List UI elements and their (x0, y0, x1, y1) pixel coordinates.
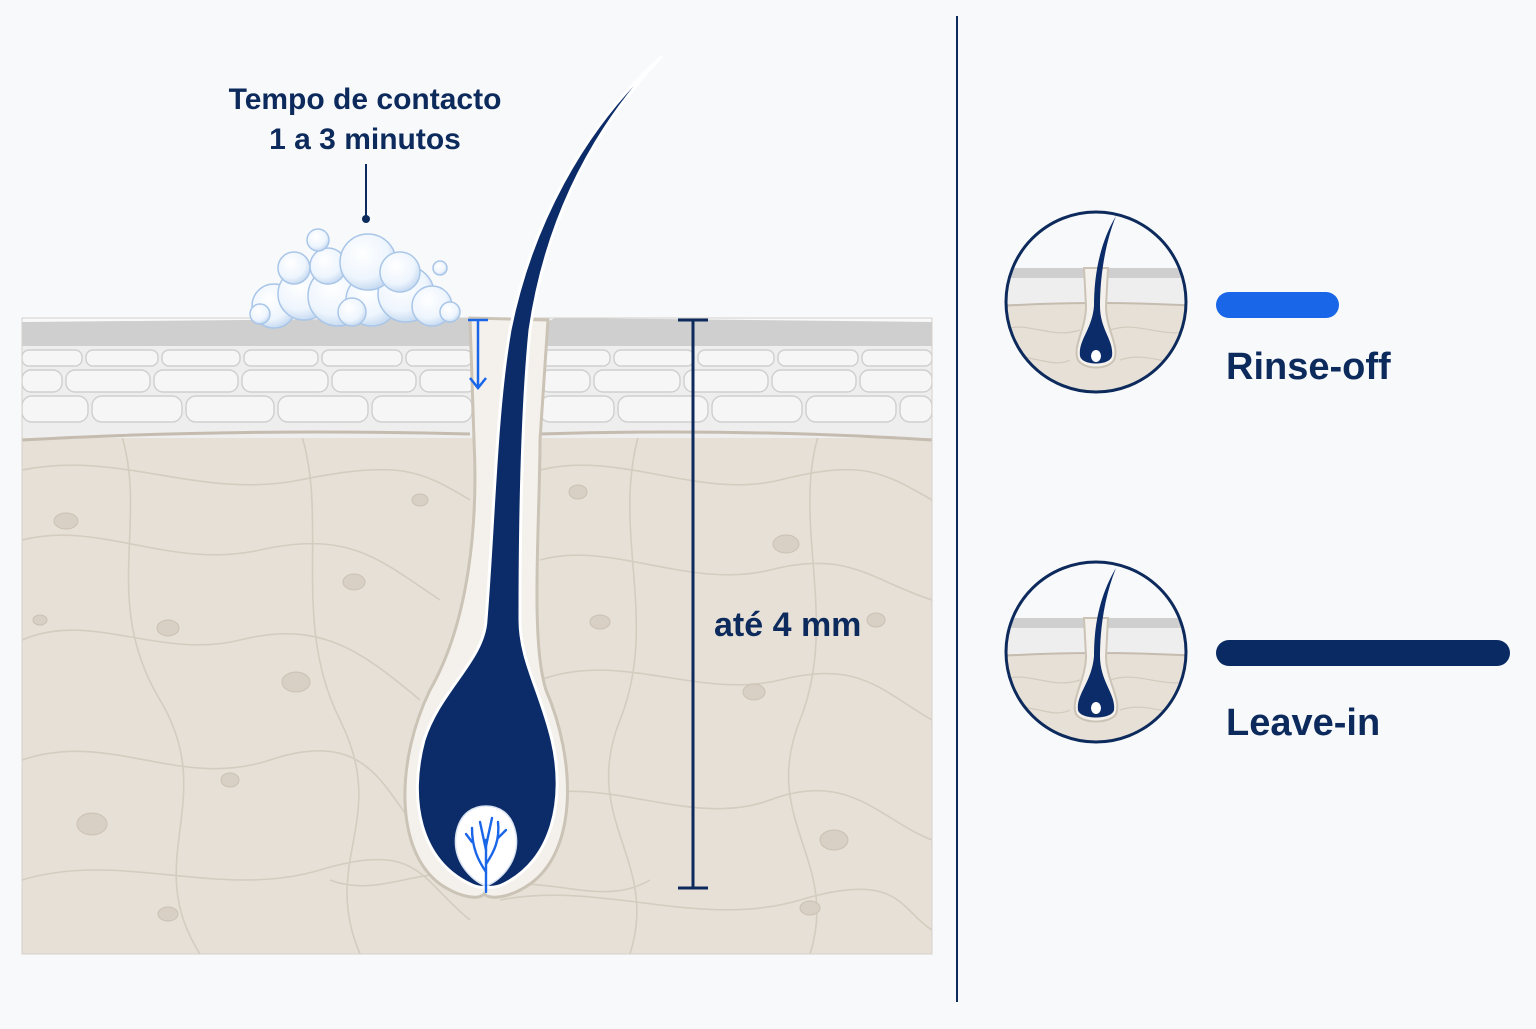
depth-measure (678, 318, 708, 890)
hair-follicle (403, 54, 664, 899)
contact-time-line1: Tempo de contacto (228, 83, 502, 116)
leave-in-duration-bar (1216, 640, 1510, 666)
stratum-corneum (22, 318, 932, 346)
leave-in-thumbnail (1004, 560, 1188, 744)
papilla-blood-vessels (464, 816, 508, 894)
contact-time-label: Tempo de contacto 1 a 3 minutos (200, 80, 530, 160)
contact-time-line2: 1 a 3 minutos (269, 123, 461, 156)
panel-divider (956, 16, 958, 1002)
dermis-fibers (22, 429, 932, 954)
dermis-cells (32, 484, 886, 922)
leave-in-label: Leave-in (1226, 702, 1381, 744)
rinse-off-duration-bar (1216, 292, 1339, 318)
foam-bubbles (249, 228, 461, 329)
rinse-off-circle-frame (1004, 210, 1188, 394)
dermal-epidermal-junction (22, 430, 932, 442)
depth-label: até 4 mm (714, 606, 862, 644)
leave-in-circle-frame (1004, 560, 1188, 744)
contact-time-leader (362, 164, 370, 223)
penetration-arrow (468, 318, 488, 391)
rinse-off-thumbnail (1004, 210, 1188, 394)
rinse-off-label: Rinse-off (1226, 346, 1391, 388)
